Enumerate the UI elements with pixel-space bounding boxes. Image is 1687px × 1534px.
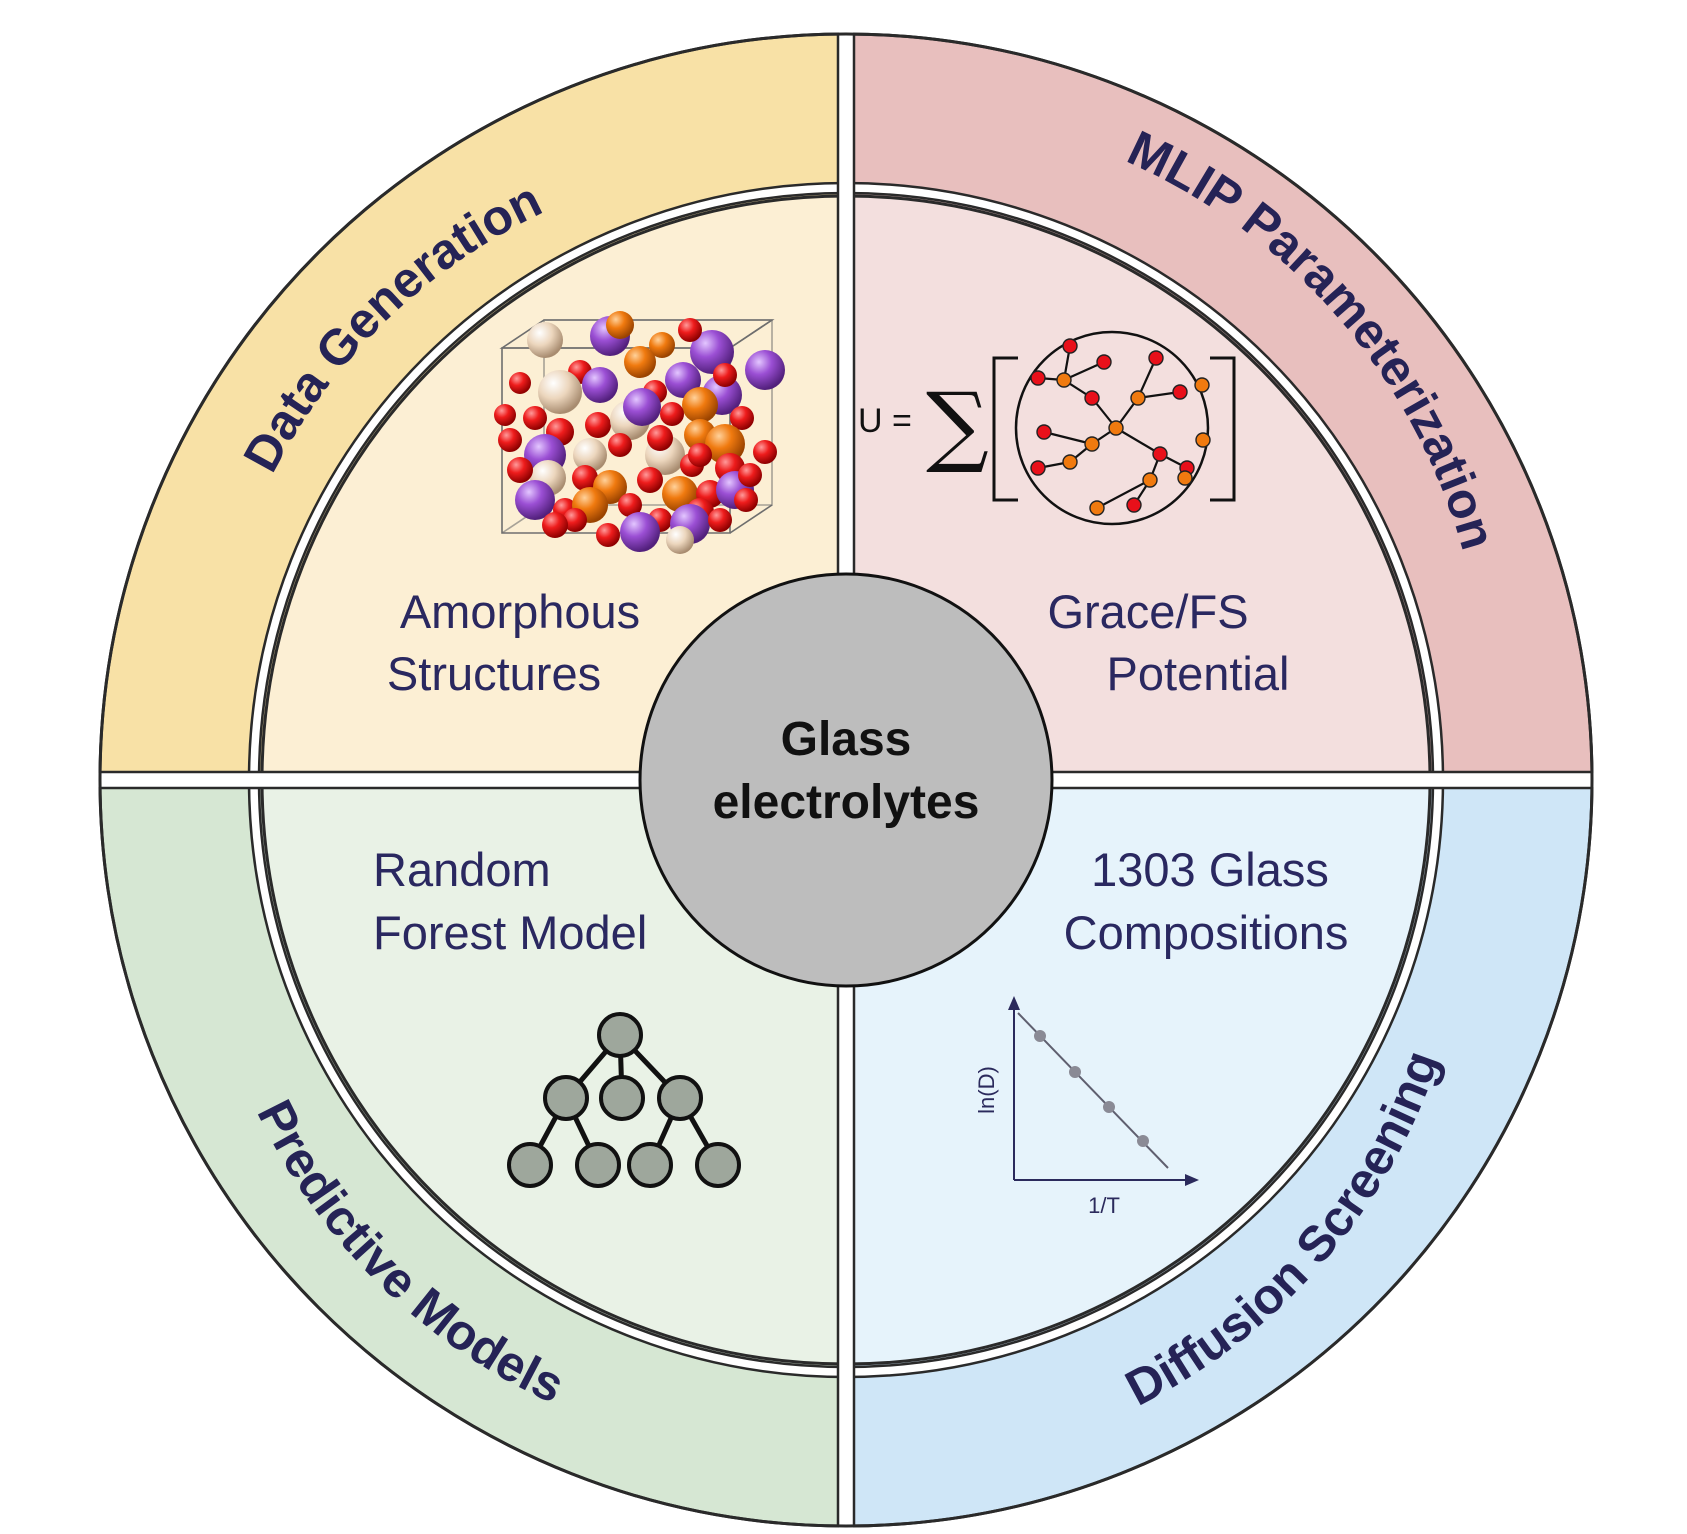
- atom-sphere: [678, 318, 702, 342]
- graph-node: [1084, 436, 1100, 452]
- atom-sphere: [596, 523, 620, 547]
- center-title-line1: Glass: [781, 713, 912, 766]
- tree-node: [575, 1142, 621, 1188]
- tree-node: [507, 1142, 553, 1188]
- atom-sphere: [573, 438, 607, 472]
- graph-edge: [1043, 430, 1093, 446]
- tree-node: [695, 1142, 741, 1188]
- graph-node: [1152, 446, 1168, 462]
- outer-border: [98, 32, 1594, 1528]
- atom-sphere: [662, 476, 698, 512]
- decision-tree-icon: [507, 1012, 741, 1188]
- inner-label-amorphous: Amorphous: [400, 585, 640, 638]
- cutoff-sphere: [1014, 330, 1210, 526]
- atom-sphere: [623, 388, 661, 426]
- atom-sphere: [527, 322, 563, 358]
- atom-sphere: [620, 512, 660, 552]
- atom-sphere: [509, 372, 531, 394]
- graph-node: [1056, 372, 1072, 388]
- inner-label-compositions: Compositions: [1064, 906, 1349, 959]
- atom-sphere: [618, 493, 642, 517]
- atom-sphere: [498, 428, 522, 452]
- inner-label-forest-model: Forest Model: [373, 906, 647, 959]
- atom-sphere: [690, 330, 734, 374]
- arrhenius-plot-icon: ln(D) 1/T: [974, 996, 1199, 1218]
- atom-sphere: [738, 463, 762, 487]
- tree-node: [657, 1075, 703, 1121]
- atom-sphere: [688, 443, 712, 467]
- atom-sphere: [538, 370, 582, 414]
- atom-sphere: [713, 363, 737, 387]
- atom-sphere: [507, 457, 533, 483]
- atom-sphere: [572, 465, 598, 491]
- graph-node: [1030, 460, 1046, 476]
- graph-node: [1177, 470, 1193, 486]
- center-title-line2: electrolytes: [713, 776, 980, 829]
- right-bracket: [1210, 356, 1236, 502]
- atom-sphere: [523, 406, 547, 430]
- tree-node: [599, 1075, 645, 1121]
- atom-sphere: [624, 346, 656, 378]
- graph-node: [1194, 377, 1210, 393]
- atom-sphere: [563, 508, 587, 532]
- graph-node: [1062, 454, 1078, 470]
- atom-sphere: [682, 387, 718, 423]
- graph-node: [1036, 424, 1052, 440]
- graph-node: [1142, 472, 1158, 488]
- graph-node: [1172, 384, 1188, 400]
- atom-sphere: [647, 425, 673, 451]
- inner-label-structures: Structures: [387, 647, 601, 700]
- atom-sphere: [515, 480, 555, 520]
- plot-point: [1137, 1135, 1149, 1147]
- atom-sphere: [730, 406, 754, 430]
- graph-node: [1089, 500, 1105, 516]
- atom-sphere: [542, 512, 568, 538]
- inner-label-potential: Potential: [1107, 647, 1290, 700]
- tree-node: [543, 1075, 589, 1121]
- graph-node: [1084, 390, 1100, 406]
- graph-node: [1195, 432, 1211, 448]
- atom-sphere: [734, 488, 758, 512]
- plot-x-arrow: [1185, 1174, 1199, 1186]
- inner-label-grace-fs: Grace/FS: [1047, 585, 1248, 638]
- graph-node: [1130, 390, 1146, 406]
- plot-point: [1034, 1030, 1046, 1042]
- atom-sphere: [649, 332, 675, 358]
- tree-node: [627, 1142, 673, 1188]
- graph-node: [1030, 370, 1046, 386]
- center-circle: [638, 572, 1054, 988]
- graph-edge: [1115, 427, 1161, 455]
- atom-sphere: [708, 508, 732, 532]
- atom-sphere: [753, 440, 777, 464]
- left-bracket: [992, 356, 1018, 502]
- graph-node: [1062, 338, 1078, 354]
- atom-sphere: [666, 526, 694, 554]
- atom-sphere: [494, 404, 516, 426]
- sum-symbol: ∑: [926, 373, 989, 476]
- plot-point: [1103, 1101, 1115, 1113]
- graph-node: [1096, 354, 1112, 370]
- atom-sphere: [582, 367, 618, 403]
- atom-sphere: [745, 350, 785, 390]
- inner-label-1303-glass: 1303 Glass: [1091, 843, 1329, 896]
- graph-node: [1126, 497, 1142, 513]
- inner-label-random: Random: [373, 843, 551, 896]
- atom-sphere: [606, 311, 634, 339]
- tree-node: [597, 1012, 643, 1058]
- atom-sphere: [585, 412, 611, 438]
- plot-point: [1069, 1066, 1081, 1078]
- plot-x-label: 1/T: [1088, 1193, 1120, 1218]
- atom-cluster-box-icon: [494, 311, 785, 554]
- atom-sphere: [637, 467, 663, 493]
- graph-node: [1148, 350, 1164, 366]
- atom-sphere: [608, 433, 632, 457]
- graph-edge: [1096, 479, 1151, 509]
- graph-sum-equation-icon: U = ∑: [858, 330, 1236, 526]
- equation-lhs: U =: [858, 402, 912, 440]
- graph-node: [1108, 420, 1124, 436]
- plot-y-label: ln(D): [974, 1066, 999, 1114]
- plot-y-arrow: [1008, 996, 1020, 1010]
- atom-sphere: [660, 402, 684, 426]
